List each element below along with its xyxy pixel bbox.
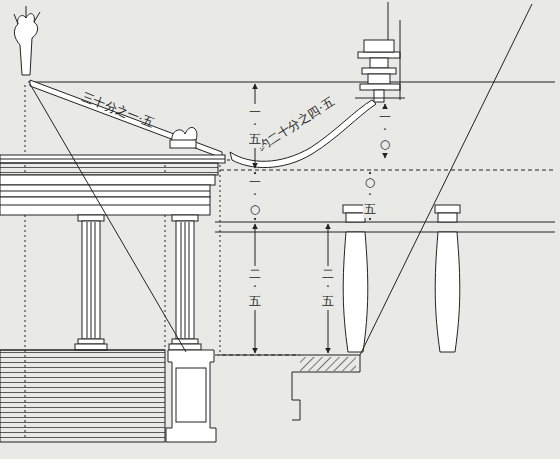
dimension-label: 一·○	[378, 109, 392, 153]
ratio-label: 约二十分之四·五	[255, 93, 338, 155]
dimension-label: 一·五	[248, 104, 262, 148]
dimension-label: 一·○	[248, 174, 262, 218]
dimension-label: 二·五	[321, 266, 335, 310]
ratio-label: 三十分之一·五	[80, 88, 157, 131]
dimension-label: 二·五	[248, 266, 262, 310]
dimension-label: ○·五	[363, 174, 377, 218]
